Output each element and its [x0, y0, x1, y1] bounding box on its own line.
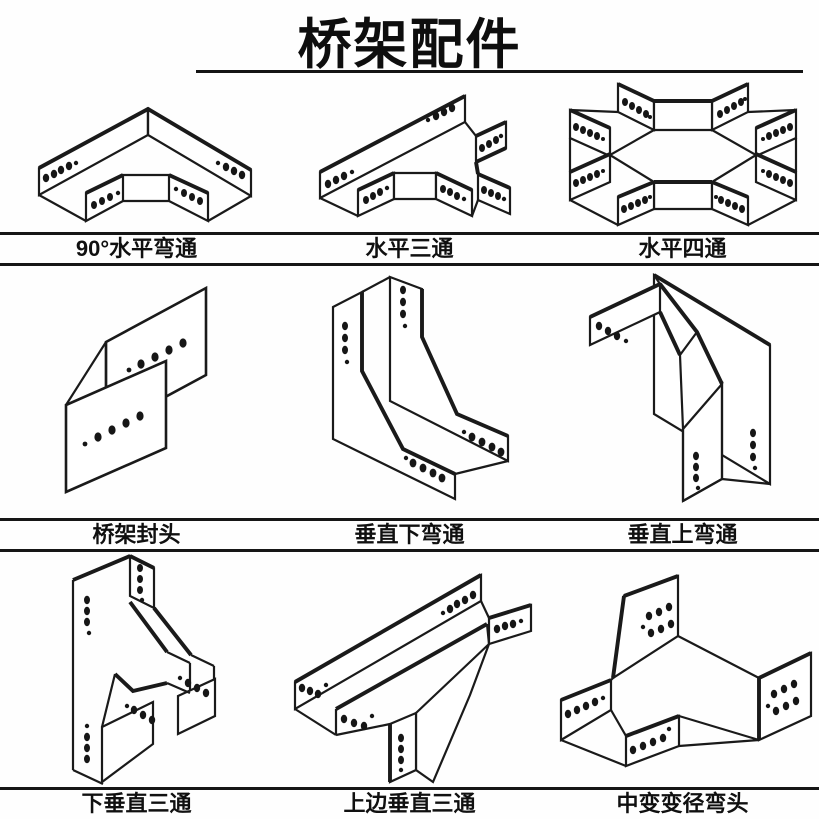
figure-row-1: [0, 76, 819, 232]
figure-label: 上边垂直三通: [343, 791, 476, 816]
figure-cell-horizontal-cross: [546, 76, 819, 232]
center-reducing-elbow-drawing: [559, 574, 813, 768]
title-underline: [196, 70, 803, 73]
90-degree-horizontal-elbow-drawing: [37, 106, 253, 223]
vertical-down-elbow-drawing: [331, 275, 510, 501]
figure-cell-vertical-up-elbow: [546, 266, 819, 518]
figure-label: 中变变径弯头: [616, 791, 749, 816]
horizontal-cross-drawing: [568, 82, 798, 227]
figure-cell-90-elbow: [0, 76, 273, 232]
label-band-2: 桥架封头 垂直下弯通 垂直上弯通: [0, 518, 819, 552]
figure-cell-down-vertical-tee: [0, 552, 273, 787]
figure-label: 水平三通: [365, 236, 454, 261]
figure-row-2: [0, 266, 819, 518]
figure-cell-reducing-elbow: [546, 552, 819, 787]
figure-cell-top-vertical-tee: [273, 552, 546, 787]
figure-cell-end-cap: [0, 266, 273, 518]
label-band-3: 下垂直三通 上边垂直三通 中变变径弯头: [0, 787, 819, 819]
figure-label: 桥架封头: [92, 522, 181, 547]
page-title: 桥架配件: [297, 15, 522, 75]
figure-label: 下垂直三通: [81, 791, 192, 816]
horizontal-tee-drawing: [318, 94, 512, 218]
down-vertical-tee-drawing: [71, 554, 217, 785]
vertical-up-elbow-drawing: [588, 273, 772, 503]
figure-label: 90°水平弯通: [75, 236, 198, 261]
figure-label: 水平四通: [638, 236, 727, 261]
tray-end-cap-drawing: [64, 285, 208, 494]
figure-cell-horizontal-tee: [273, 76, 546, 232]
top-vertical-tee-drawing: [293, 573, 533, 784]
figure-row-3: [0, 552, 819, 787]
label-band-1: 90°水平弯通 水平三通 水平四通: [0, 232, 819, 266]
figure-cell-vertical-down-elbow: [273, 266, 546, 518]
figure-label: 垂直上弯通: [627, 522, 738, 547]
figure-label: 垂直下弯通: [354, 522, 465, 547]
